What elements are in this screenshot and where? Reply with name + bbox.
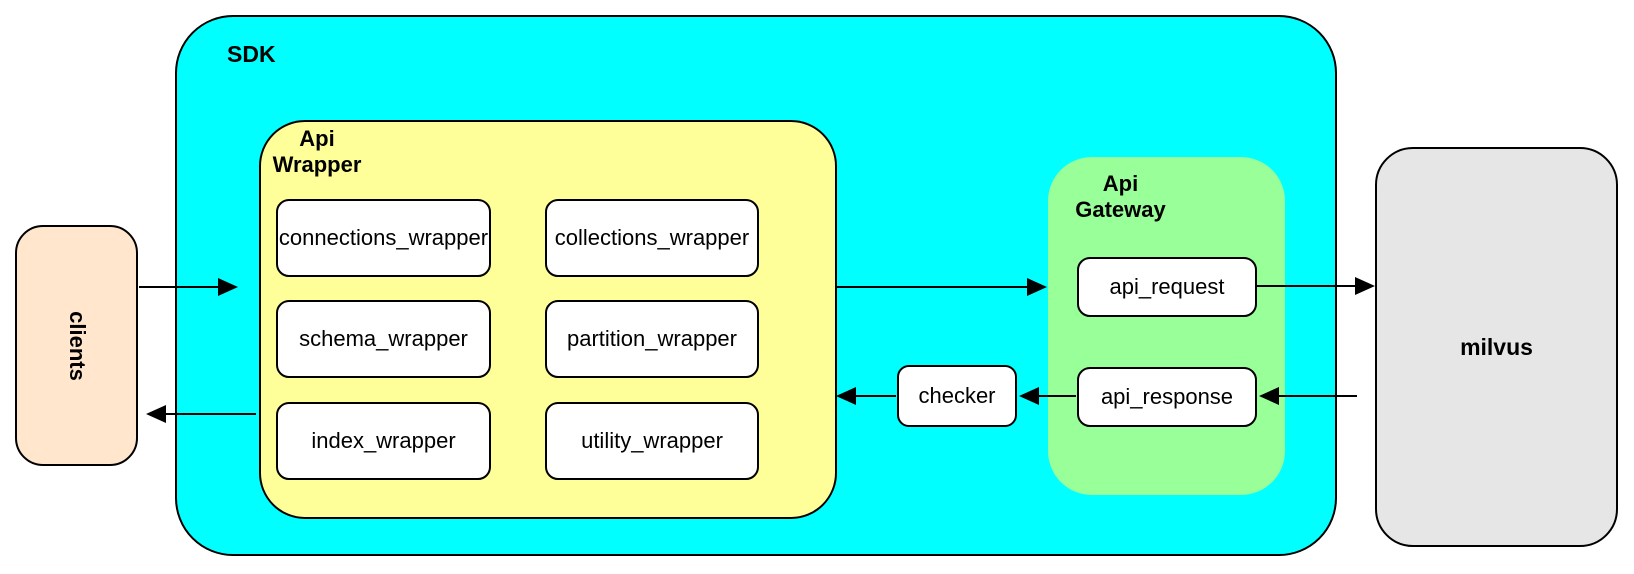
node-partition-wrapper: partition_wrapper (545, 300, 759, 378)
node-api-response: api_response (1077, 367, 1257, 427)
utility-wrapper-label: utility_wrapper (581, 428, 723, 453)
node-utility-wrapper: utility_wrapper (545, 402, 759, 480)
api-wrapper-label: Api Wrapper (272, 126, 362, 177)
arrowhead-right-icon (1355, 277, 1375, 295)
clients-label: clients (64, 310, 90, 381)
partition-wrapper-label: partition_wrapper (567, 326, 737, 351)
arrowhead-left-icon (146, 405, 166, 423)
schema-wrapper-label: schema_wrapper (299, 326, 468, 351)
api-request-label: api_request (1109, 274, 1225, 299)
collections-wrapper-label: collections_wrapper (554, 225, 750, 250)
index-wrapper-label: index_wrapper (311, 428, 456, 453)
node-api-request: api_request (1077, 257, 1257, 317)
node-index-wrapper: index_wrapper (276, 402, 491, 480)
node-milvus: milvus (1375, 147, 1618, 547)
container-api-wrapper: Api Wrapper connections_wrapper collecti… (259, 120, 837, 519)
checker-label: checker (918, 383, 996, 408)
node-clients: clients (15, 225, 138, 466)
sdk-label: SDK (227, 41, 276, 67)
node-schema-wrapper: schema_wrapper (276, 300, 491, 378)
api-gateway-label: Api Gateway (1075, 171, 1166, 222)
api-response-label: api_response (1100, 384, 1234, 409)
node-connections-wrapper: connections_wrapper (276, 199, 491, 277)
container-api-gateway: Api Gateway api_request api_response (1048, 157, 1285, 495)
node-collections-wrapper: collections_wrapper (545, 199, 759, 277)
connections-wrapper-label: connections_wrapper (278, 225, 489, 250)
milvus-label: milvus (1460, 333, 1533, 360)
node-checker: checker (897, 365, 1017, 427)
